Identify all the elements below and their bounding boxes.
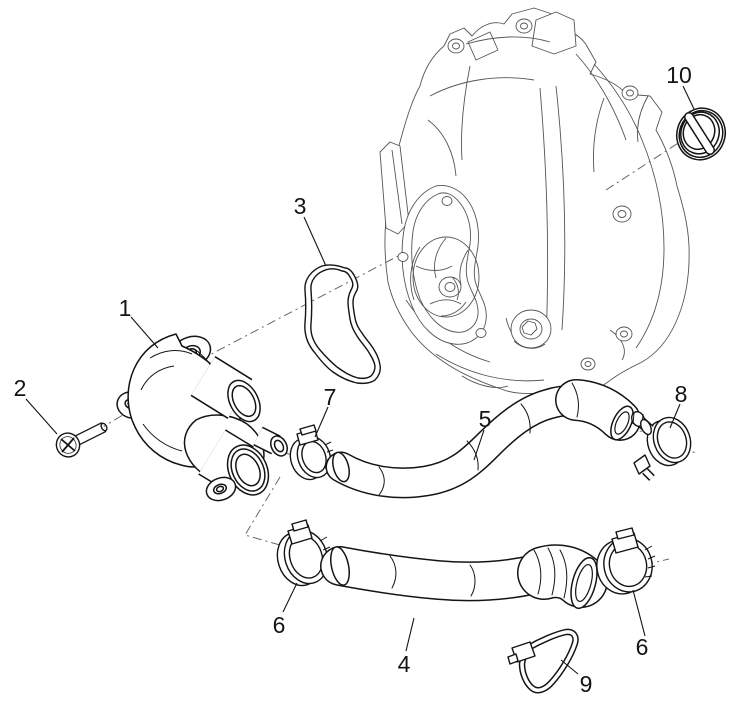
leader-line-5	[473, 429, 485, 461]
part-6-hose-clamp-left	[276, 519, 331, 587]
part-9-band-clip	[507, 628, 579, 694]
part-6-hose-clamp-right	[596, 527, 656, 595]
leader-line-9	[560, 659, 579, 675]
phillips-cross-icon	[60, 437, 76, 453]
callout-1-label: 1	[119, 295, 132, 321]
leader-line-8	[669, 403, 681, 429]
callout-3-label: 3	[294, 193, 307, 219]
part-4-lower-hose	[320, 544, 608, 610]
leader-line-3	[303, 216, 327, 267]
leader-line-1	[130, 316, 159, 349]
impeller-drawing	[410, 236, 480, 318]
callout-5-label: 5	[479, 406, 492, 432]
leader-line-4	[405, 617, 415, 652]
callout-6-right-label: 6	[636, 634, 649, 660]
callout-6-left-label: 6	[273, 612, 286, 638]
callout-4-label: 4	[398, 651, 411, 677]
part-5-upper-hose	[325, 379, 641, 499]
part-10-inspection-cap	[676, 107, 726, 161]
leader-line-7	[314, 406, 329, 438]
callout-9-label: 9	[580, 671, 593, 697]
leader-line-10	[682, 85, 695, 110]
callout-labels: 1 2 3 4 5 6 6 7 8 9 10	[14, 62, 692, 697]
axis-screw	[97, 406, 137, 431]
part-3-gasket	[304, 264, 381, 385]
callout-10-label: 10	[666, 62, 692, 88]
engine-crankcase-drawing	[379, 7, 690, 395]
callout-8-label: 8	[675, 381, 688, 407]
part-7-small-hose-clamp	[289, 424, 334, 481]
callout-2-label: 2	[14, 375, 27, 401]
part-1-water-pump-cover	[116, 333, 289, 502]
part-8-wire-clamp	[631, 411, 692, 481]
part-2-screw	[55, 422, 108, 458]
axis-cap	[605, 137, 687, 191]
leader-line-6-left	[282, 582, 298, 613]
callout-7-label: 7	[324, 384, 337, 410]
leader-line-2	[25, 398, 58, 435]
callout-leader-lines	[25, 85, 695, 675]
leader-line-6-right	[632, 589, 646, 637]
